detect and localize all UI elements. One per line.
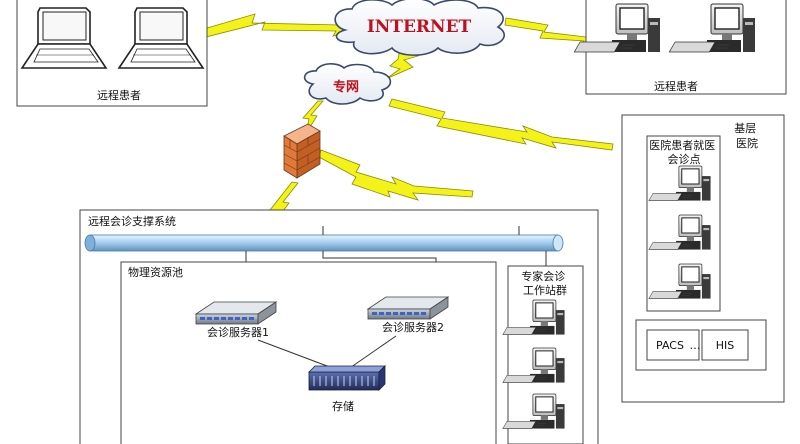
storage-icon — [308, 365, 386, 391]
primary-hospital-line2: 医院 — [736, 136, 758, 150]
remote-patients-left-label: 远程患者 — [97, 89, 141, 102]
bolt-laptops-internet — [189, 13, 357, 41]
firewall-icon — [283, 123, 321, 179]
bolt-firewall-hospital — [318, 149, 474, 201]
private-network-label: 专网 — [333, 79, 359, 95]
primary-hospital-line1: 基层 — [734, 122, 756, 135]
bolt-private-hospital — [388, 98, 614, 151]
server1-label: 会诊服务器1 — [207, 325, 269, 339]
remote-patients-right-label: 远程患者 — [654, 80, 698, 93]
server2-label: 会诊服务器2 — [382, 320, 444, 334]
resource-pool-label: 物理资源池 — [128, 265, 183, 279]
storage-label: 存储 — [332, 399, 354, 413]
private-network-cloud: 专网 — [303, 63, 392, 105]
resource-pool-box — [120, 261, 497, 444]
pacs-box — [646, 329, 700, 361]
support-system-label: 远程会诊支撑系统 — [88, 214, 176, 228]
ellipsis-label: … — [690, 339, 701, 352]
pacs-label: PACS — [656, 339, 684, 352]
his-box — [701, 329, 749, 361]
his-label: HIS — [716, 339, 735, 352]
expert-stations-label: 专家会诊 工作站群 — [521, 269, 569, 297]
internet-cloud: INTERNET — [334, 0, 505, 56]
primary-hospital-label: 基层 医院 — [734, 122, 760, 150]
network-bus — [84, 234, 564, 252]
patient-clinic-label: 医院患者就医 会诊点 — [649, 138, 719, 166]
internet-label: INTERNET — [367, 17, 472, 37]
